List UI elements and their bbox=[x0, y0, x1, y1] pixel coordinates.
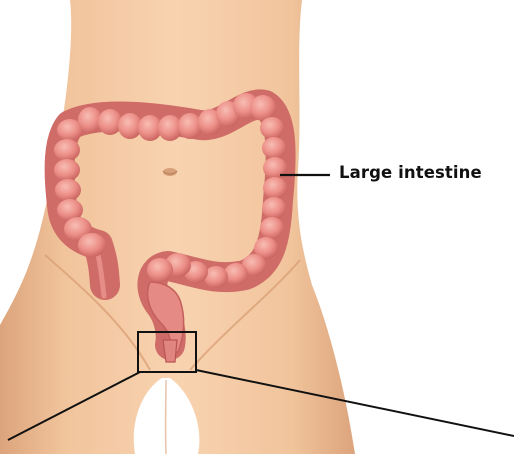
large-intestine-label: Large intestine bbox=[339, 163, 482, 182]
anal-canal bbox=[163, 340, 177, 362]
